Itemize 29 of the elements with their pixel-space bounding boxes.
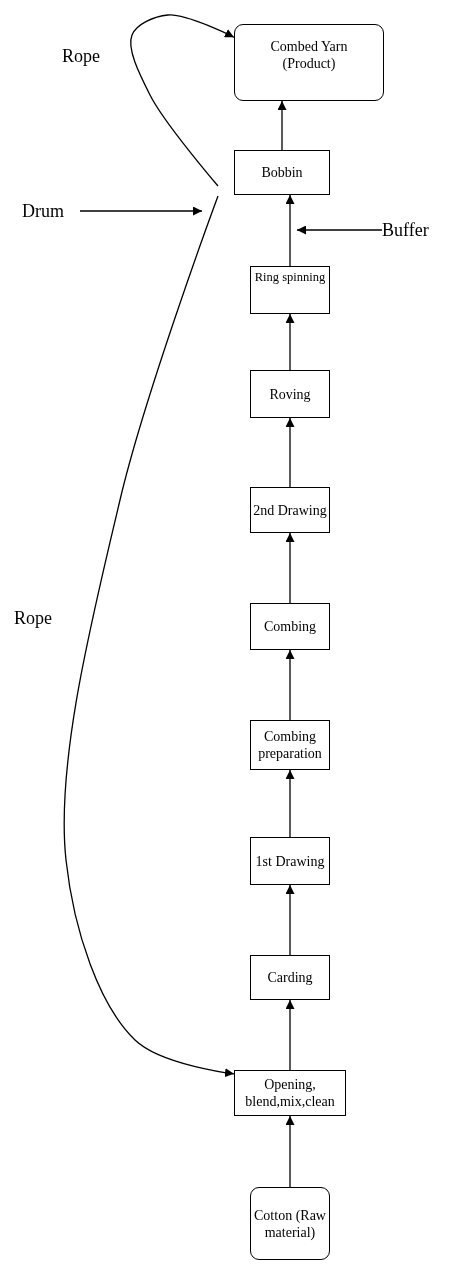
arrow <box>285 417 295 488</box>
process-box: 2nd Drawing <box>250 487 330 533</box>
process-box: Carding <box>250 955 330 1000</box>
arrow <box>277 100 287 151</box>
arrow <box>285 194 295 267</box>
terminal-box: Combed Yarn (Product) <box>234 24 384 101</box>
edge-label: Rope <box>14 608 52 629</box>
edge-label: Rope <box>62 46 100 67</box>
text-label: Drum <box>22 200 80 222</box>
process-box: Opening, blend,mix,clean <box>234 1070 346 1116</box>
arrow <box>285 999 295 1071</box>
process-box: Combing <box>250 603 330 650</box>
process-box: 1st Drawing <box>250 837 330 885</box>
terminal-box: Cotton (Raw material) <box>250 1187 330 1260</box>
process-box: Ring spinning <box>250 266 330 314</box>
process-box: Combing preparation <box>250 720 330 770</box>
process-box: Bobbin <box>234 150 330 195</box>
curved-arrow <box>130 14 235 187</box>
arrow <box>79 206 203 216</box>
text-label: Buffer <box>382 219 444 241</box>
arrow <box>285 313 295 371</box>
arrow <box>285 1115 295 1188</box>
process-box: Roving <box>250 370 330 418</box>
arrow <box>285 769 295 838</box>
arrow <box>285 532 295 604</box>
arrow <box>285 649 295 721</box>
arrow <box>296 225 383 235</box>
arrow <box>285 884 295 956</box>
curved-arrow <box>63 195 235 1078</box>
